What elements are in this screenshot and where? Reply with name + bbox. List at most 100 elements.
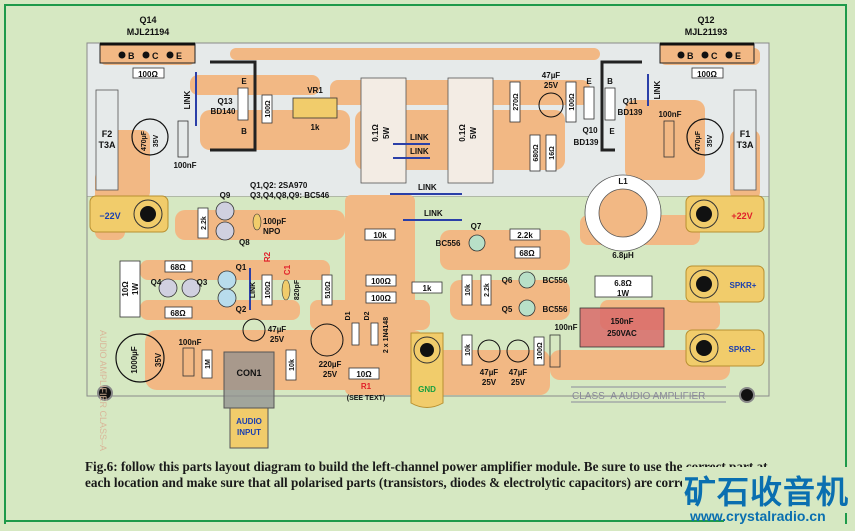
cap-100nf-left: 100nF	[173, 161, 196, 170]
terminal-spkr-neg-label: SPKR−	[729, 345, 756, 354]
cap-100nf-out: 100nF	[554, 323, 577, 332]
resistor-100-q13: 100Ω	[265, 100, 272, 118]
q4-body	[158, 278, 178, 298]
q14-pin-e: E	[176, 51, 182, 61]
q13-pin-e: E	[241, 77, 247, 86]
resistor-01-right-value: 0.1Ω	[458, 124, 467, 142]
resistor-r2: 100Ω	[265, 281, 272, 299]
resistor-10-1w-power: 1W	[131, 283, 140, 295]
vr1-label: VR1	[307, 86, 323, 95]
q12-type: MJL21193	[685, 27, 728, 37]
diodes-type: 2 x 1N4148	[383, 317, 390, 353]
cap-470uf-right	[686, 118, 724, 156]
q5-body	[518, 299, 536, 317]
resistor-6r8-power: 1W	[617, 289, 629, 298]
q11-heatsink	[600, 60, 642, 152]
resistor-6r8-value: 6.8Ω	[614, 279, 632, 288]
resistor-100-a: 100Ω	[371, 277, 391, 286]
q14-pin-c: C	[152, 51, 159, 61]
q9-body	[215, 201, 235, 221]
q12-pin-c: C	[711, 51, 718, 61]
resistor-100-q10: 100Ω	[569, 93, 576, 111]
cap-47uf-input-voltage: 25V	[270, 335, 285, 344]
resistor-10k-c: 10k	[465, 344, 472, 356]
cap-47uf-b-value: 47µF	[509, 368, 528, 377]
inductor-l1-value: 6.8µH	[612, 251, 634, 260]
q12-base-resistor: 100Ω	[697, 70, 717, 79]
terminal-pos-22v[interactable]: +22V	[685, 195, 765, 233]
q4-label: Q4	[151, 278, 162, 287]
q11-pin-e: E	[609, 127, 615, 136]
link-q1-q2: LINK	[250, 282, 257, 298]
terminal-spkr-pos[interactable]: SPKR+	[685, 265, 765, 303]
c1-label: C1	[283, 264, 292, 275]
q1-body	[217, 270, 237, 290]
link-left-label: LINK	[183, 90, 192, 109]
con1-jack[interactable]	[223, 351, 275, 409]
diode-d2-label: D2	[364, 311, 371, 320]
q13-type: BD140	[211, 107, 236, 116]
cap-47uf-a-value: 47µF	[480, 368, 499, 377]
terminal-neg-label: −22V	[99, 211, 120, 221]
q5-type: BC556	[543, 305, 568, 314]
resistor-2k2-b: 2.2k	[484, 283, 491, 297]
cap-470uf-left	[131, 118, 169, 156]
q6-type: BC556	[543, 276, 568, 285]
cap-47uf-top-value: 47µF	[542, 71, 561, 80]
resistor-100-out: 100Ω	[537, 342, 544, 360]
q13-pin-b: B	[241, 127, 247, 136]
transistor-note-1: Q1,Q2: 2SA970	[250, 181, 308, 190]
cap-1000uf-value: 1000µF	[130, 346, 139, 373]
board-mirror-text: AUDIO AMPLIFIER CLASS–A	[98, 330, 108, 451]
cap-150nf-value: 150nF	[610, 317, 633, 326]
q10-pin-e: E	[586, 77, 592, 86]
cap-220uf-value: 220µF	[319, 360, 342, 369]
q6-body	[518, 271, 536, 289]
terminal-spkr-neg[interactable]: SPKR−	[685, 329, 765, 367]
fuse-f2-rating: T3A	[98, 140, 116, 150]
cap-470uf-right-voltage: 35V	[707, 134, 714, 147]
resistor-68-b: 68Ω	[170, 309, 186, 318]
transistor-note-2: Q3,Q4,Q8,Q9: BC546	[250, 191, 330, 200]
cap-47uf-input-value: 47µF	[268, 325, 287, 334]
terminal-neg-22v[interactable]: −22V	[89, 195, 169, 233]
resistor-10k-a: 10k	[373, 231, 387, 240]
watermark: 矿石收音机	[682, 467, 852, 513]
q7-body	[468, 234, 486, 252]
diode-d1-label: D1	[345, 311, 352, 320]
q10-type: BD139	[574, 138, 599, 147]
cap-820pf: 820pF	[294, 279, 301, 300]
link-1: LINK	[410, 133, 429, 142]
fuse-f2	[95, 89, 119, 191]
q9-label: Q9	[220, 191, 231, 200]
q11-pin-b: B	[607, 77, 613, 86]
q5-label: Q5	[502, 305, 513, 314]
con1-label: CON1	[236, 368, 261, 378]
audio-input-connector[interactable]	[229, 407, 269, 449]
cap-47uf-a-voltage: 25V	[482, 378, 497, 387]
terminal-spkr-pos-label: SPKR+	[730, 281, 757, 290]
terminal-gnd[interactable]: GND	[410, 332, 444, 408]
resistor-270: 270Ω	[513, 93, 520, 111]
cap-150nf	[579, 307, 665, 348]
fuse-f1	[733, 89, 757, 191]
board-title: CLASS–A AUDIO AMPLIFIER	[572, 391, 705, 402]
resistor-01-5w-left	[360, 77, 407, 184]
cap-47uf-top-voltage: 25V	[544, 81, 559, 90]
vr1-trimpot[interactable]	[292, 97, 338, 119]
q12-pin-b: B	[687, 51, 694, 61]
q2-body	[217, 288, 237, 308]
cap-100nf-input: 100nF	[178, 338, 201, 347]
q14-type: MJL21194	[127, 27, 170, 37]
resistor-01-5w-right	[447, 77, 494, 184]
q14-base-resistor: 100Ω	[138, 70, 158, 79]
q12-label: Q12	[697, 15, 714, 25]
terminal-gnd-label: GND	[418, 385, 436, 394]
resistor-100-b: 100Ω	[371, 294, 391, 303]
resistor-2k2-q9: 2.2k	[201, 216, 208, 230]
resistor-r1-value: 10Ω	[356, 370, 372, 379]
resistor-01-left-power: 5W	[382, 127, 391, 139]
resistor-68-a: 68Ω	[170, 263, 186, 272]
link-4: LINK	[424, 209, 443, 218]
